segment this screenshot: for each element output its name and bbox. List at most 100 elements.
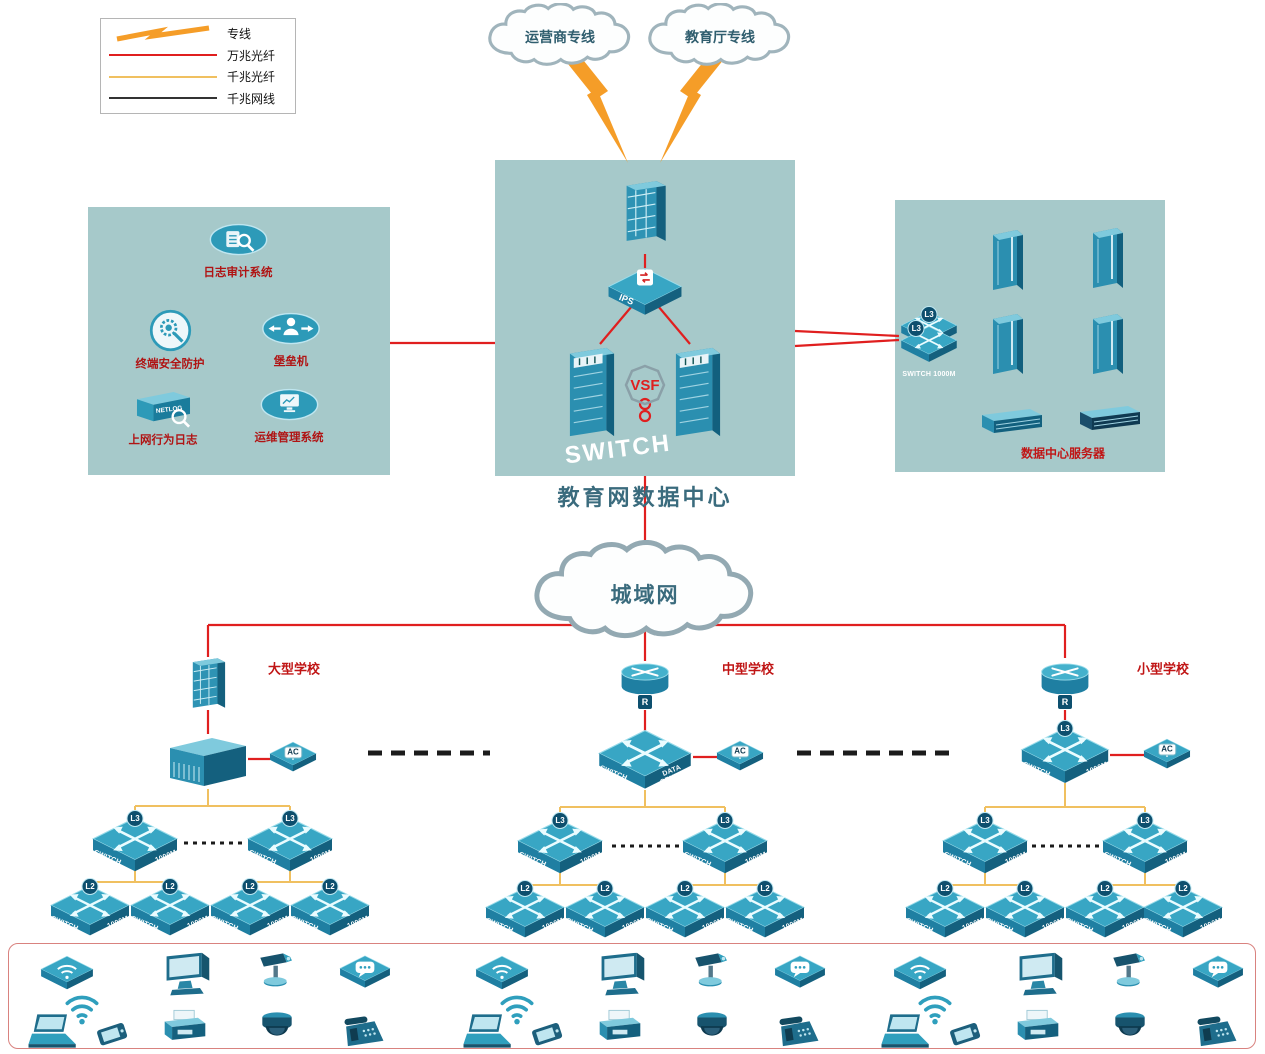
smartphone-icon	[532, 1022, 563, 1046]
endpoint-printer	[161, 1009, 209, 1046]
desktop-monitor-icon	[166, 952, 210, 996]
server-zone-switch: L3 L3 SWITCH 1000M	[900, 306, 958, 378]
wifi-signal-icon	[918, 995, 952, 1025]
endpoint-wlan-ap	[893, 955, 947, 991]
vsf-link-icon	[638, 397, 652, 423]
security-item-label: 日志审计系统	[203, 267, 273, 280]
l2-access-switch: L2 SWITCH 1000M	[1064, 880, 1146, 939]
l3-access-switch: L3 SWITCH 1000M	[681, 812, 769, 875]
legend-row-10g: 万兆光纤	[109, 45, 287, 65]
server-tower-icon	[993, 230, 1023, 290]
layer-badge: L2	[1174, 880, 1192, 897]
legend-label: 专线	[227, 27, 252, 42]
layer-badge: L3	[281, 810, 299, 827]
layer-badge: L2	[936, 880, 954, 897]
endpoint-wifi-signal	[495, 989, 539, 1026]
datacenter-title: 教育网数据中心	[557, 485, 733, 510]
ac-wireless-controller: AC	[716, 740, 764, 772]
smartphone-icon	[950, 1022, 981, 1046]
vsf-label: VSF	[630, 376, 660, 394]
bastion-host-icon	[262, 312, 320, 345]
rack-server	[1078, 402, 1142, 432]
layer-badge: L2	[81, 878, 99, 895]
laptop-icon	[28, 1014, 76, 1048]
endpoint-chat-terminal	[339, 955, 391, 988]
legend-label: 千兆网线	[227, 91, 276, 106]
endpoint-laptop	[25, 1013, 81, 1050]
ptz-camera-icon	[260, 953, 292, 987]
security-item-endpoint-protection: 终端安全防护	[136, 309, 205, 372]
chassis-icon	[569, 347, 615, 437]
wlan-ap-icon	[475, 955, 529, 990]
legend-row-1g-copper: 千兆网线	[109, 88, 287, 108]
switch-icon	[516, 819, 604, 874]
security-item-label: 上网行为日志	[128, 434, 198, 447]
switch-icon	[91, 817, 179, 872]
switch-icon	[564, 887, 646, 938]
firewall-icon	[192, 658, 226, 708]
server-tower-icon	[993, 314, 1023, 374]
layer-badge: L3	[1056, 720, 1074, 737]
ac-wireless-controller: AC	[269, 741, 317, 773]
netlog-icon: NETLOG	[136, 391, 190, 428]
fax-phone-icon	[1197, 1016, 1237, 1047]
desktop-monitor-icon	[601, 952, 645, 996]
router-icon	[621, 663, 669, 695]
core-switch-tower-right	[670, 344, 726, 440]
chat-terminal-icon	[1192, 955, 1244, 988]
endpoint-ptz-camera	[255, 951, 299, 991]
wifi-signal-icon	[65, 995, 99, 1025]
switch-icon	[484, 887, 566, 938]
legend-row-1g-fiber: 千兆光纤	[109, 67, 287, 87]
datacenter-server	[988, 311, 1028, 377]
man-cloud: 城域网	[530, 540, 760, 644]
smartphone-icon	[97, 1022, 128, 1046]
school-router: R	[1038, 660, 1092, 710]
layer-badge: L3	[907, 320, 925, 337]
l2-access-switch: L2 SWITCH 1000M	[209, 878, 291, 937]
switch-icon	[904, 887, 986, 938]
datacenter-server	[988, 227, 1028, 293]
endpoint-smartphone	[93, 1022, 133, 1052]
endpoint-dome-camera	[258, 1009, 296, 1045]
l2-access-switch: L2 SWITCH 1000M	[129, 878, 211, 937]
endpoint-desktop-monitor	[1014, 952, 1066, 998]
endpoint-ptz-camera	[690, 951, 734, 991]
server-zone-title: 数据中心服务器	[1020, 446, 1106, 461]
layer-badge: L2	[161, 878, 179, 895]
switch-icon	[289, 885, 371, 936]
vsf-group: VSF	[622, 362, 668, 408]
security-item-label: 堡垒机	[273, 356, 309, 369]
endpoint-desktop-monitor	[161, 952, 213, 998]
datacenter-server	[1088, 311, 1128, 377]
switch-icon	[49, 885, 131, 936]
vsf-octagon-icon	[624, 364, 666, 406]
switch-icon	[129, 885, 211, 936]
firewall-icon	[626, 181, 666, 241]
server-tower-icon	[1093, 228, 1123, 288]
layer-badge: L3	[716, 812, 734, 829]
ips-icon	[607, 267, 683, 315]
l2-access-switch: L2 SWITCH 1000M	[484, 880, 566, 939]
l3-access-switch: L3 SWITCH 1000M	[1101, 812, 1189, 875]
ptz-camera-icon	[695, 953, 727, 987]
router-badge: R	[637, 694, 653, 710]
fax-phone-icon	[344, 1016, 384, 1047]
l3-access-switch: L3 SWITCH 1000M	[246, 810, 334, 873]
endpoint-laptop	[878, 1013, 934, 1050]
switch-icon	[597, 729, 693, 789]
wifi-signal-icon	[500, 995, 534, 1025]
endpoint-dome-camera	[1111, 1009, 1149, 1045]
endpoint-chat-terminal	[1192, 955, 1244, 988]
router-icon	[1041, 663, 1089, 695]
legend-label: 万兆光纤	[227, 48, 276, 63]
l2-access-switch: L2 SWITCH 1000M	[984, 880, 1066, 939]
endpoint-dome-camera	[693, 1009, 731, 1045]
l2-access-switch: L2 SWITCH 1000M	[644, 880, 726, 939]
school-label: 中型学校	[722, 661, 775, 677]
layer-badge: L2	[241, 878, 259, 895]
chassis-icon	[675, 347, 721, 437]
endpoint-wifi-signal	[60, 989, 104, 1026]
school-router: R	[618, 660, 672, 710]
l3-access-switch: L3 SWITCH 1000M	[91, 810, 179, 873]
